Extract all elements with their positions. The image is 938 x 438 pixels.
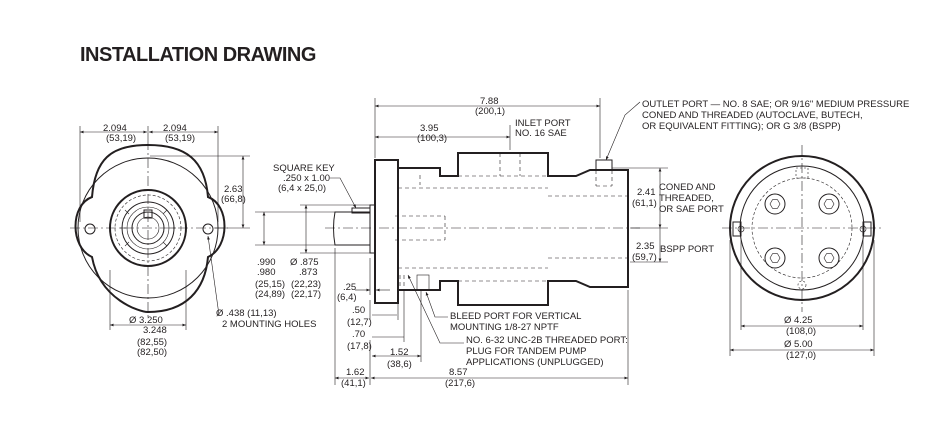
- dim-50: .50: [352, 305, 365, 316]
- square-key-label-2: .250 x 1.00: [283, 173, 330, 184]
- outlet-port-label-3: OR EQUIVALENT FITTING); OR G 3/8 (BSPP): [642, 121, 841, 132]
- front-width-right-mm: (53,19): [165, 133, 195, 144]
- shaft-dim-1: .990: [257, 257, 276, 268]
- shaft-dim-2: .980: [257, 267, 276, 278]
- front-width-left: 2.094: [103, 123, 127, 134]
- rear-dim-1: Ø 4.25: [784, 315, 813, 326]
- side-view: 7.88 (200,1) 3.95 (100,3) INLET PORT NO.…: [255, 96, 909, 389]
- tandem-port-label-2: PLUG FOR TANDEM PUMP: [466, 346, 587, 357]
- front-holes-label-2: 2 MOUNTING HOLES: [222, 319, 317, 330]
- dim-235: 2.35: [636, 241, 655, 252]
- dim-235-mm: (59,7): [632, 252, 657, 263]
- page-title: INSTALLATION DRAWING: [80, 44, 316, 66]
- front-bc-mm1: (82,55): [137, 337, 167, 348]
- front-bc: Ø 3.250: [129, 315, 163, 326]
- rear-view: Ø 4.25 (108,0) Ø 5.00 (127,0): [722, 145, 882, 361]
- side-shaft: [333, 211, 371, 246]
- dim-241-mm: (61,1): [632, 198, 657, 209]
- dim-162-mm: (41,1): [341, 378, 366, 389]
- square-key-label-3: (6,4 x 25,0): [278, 183, 326, 194]
- outlet-port-label-1: OUTLET PORT — NO. 8 SAE; OR 9/16" MEDIUM…: [642, 99, 909, 110]
- pilot-dim-2: .873: [299, 267, 318, 278]
- pilot-dim-mm2: (22,17): [291, 289, 321, 300]
- dim-857: 8.57: [449, 367, 468, 378]
- front-mounting-hole-left: [84, 223, 96, 235]
- inlet-port-label-1: INLET PORT: [515, 118, 571, 129]
- front-height-mm: (66,8): [221, 194, 246, 205]
- dim-152-mm: (38,6): [387, 359, 412, 370]
- bleed-port-label-1: BLEED PORT FOR VERTICAL: [450, 311, 581, 322]
- side-body: [397, 152, 629, 306]
- front-holes-label-1: Ø .438 (11,13): [216, 308, 277, 319]
- outlet-port-label-2: CONED AND THREADED (AUTOCLAVE, BUTECH,: [642, 110, 863, 121]
- rear-bolt-heads: [764, 193, 840, 269]
- side-inlet-distance: 3.95: [420, 123, 439, 134]
- square-key-label-1: SQUARE KEY: [273, 163, 335, 174]
- inlet-port-label-2: NO. 16 SAE: [515, 128, 567, 139]
- dim-70-mm: (17,8): [347, 341, 372, 352]
- rear-dim-2-mm: (127,0): [786, 350, 816, 361]
- front-bc-2: 3.248: [143, 325, 167, 336]
- side-flange: [374, 159, 399, 304]
- side-overall-length: 7.88: [480, 96, 499, 107]
- dim-25-mm: (6,4): [337, 292, 357, 303]
- front-width-left-mm: (53,19): [106, 133, 136, 144]
- coned-label-1: CONED AND: [659, 182, 716, 193]
- rear-dim-2: Ø 5.00: [784, 339, 813, 350]
- front-bc-mm2: (82,50): [137, 347, 167, 358]
- bleed-port-label-2: MOUNTING 1/8-27 NPTF: [450, 322, 559, 333]
- coned-label-3: OR SAE PORT: [659, 204, 724, 215]
- dim-857-mm: (217,6): [445, 378, 475, 389]
- bspp-port-label: BSPP PORT: [660, 244, 714, 255]
- side-overall-length-mm: (200,1): [475, 106, 505, 117]
- front-width-right: 2.094: [163, 123, 187, 134]
- dim-241: 2.41: [637, 187, 656, 198]
- front-flange-outline: [74, 143, 226, 314]
- side-outlet-port: [595, 159, 613, 171]
- rear-dim-1-mm: (108,0): [786, 326, 816, 337]
- front-mounting-hole-right: [202, 223, 214, 235]
- dim-50-mm: (12,7): [347, 317, 372, 328]
- dim-70: .70: [352, 329, 365, 340]
- dim-162: 1.62: [346, 367, 365, 378]
- tandem-port-label-3: APPLICATIONS (UNPLUGGED): [466, 357, 604, 368]
- dim-25: .25: [343, 282, 356, 293]
- front-view: 2.094 (53,19) 2.094 (53,19) 2.63 (66,8) …: [70, 123, 317, 358]
- front-height: 2.63: [224, 184, 243, 195]
- pilot-dim-mm1: (22,23): [291, 279, 321, 290]
- pilot-dim-1: Ø .875: [290, 257, 319, 268]
- shaft-dim-mm1: (25,15): [255, 279, 285, 290]
- shaft-dim-mm2: (24,89): [255, 289, 285, 300]
- dim-152: 1.52: [390, 347, 409, 358]
- side-inlet-distance-mm: (100,3): [417, 133, 447, 144]
- coned-label-2: THREADED,: [659, 193, 714, 204]
- tandem-port-label-1: NO. 6-32 UNC-2B THREADED PORT:: [466, 335, 628, 346]
